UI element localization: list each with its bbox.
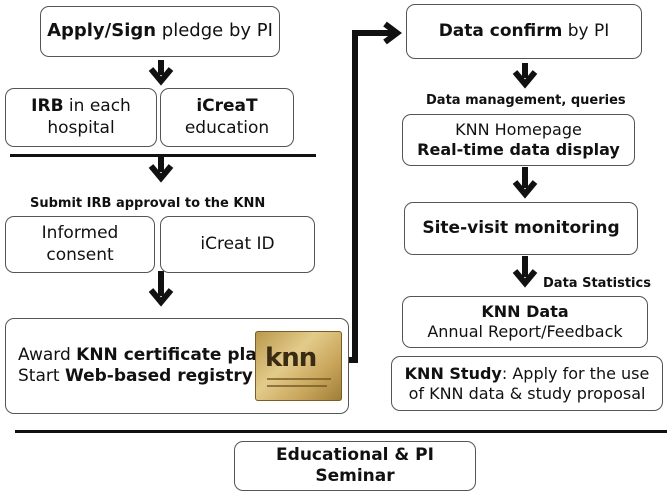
- knn-certificate-plate-image: knn: [255, 331, 342, 401]
- plate-engraving-1: [267, 378, 331, 380]
- irb-rest: in each: [63, 96, 131, 117]
- apply-sign-rest: pledge by PI: [156, 20, 273, 42]
- divider-line-1: [10, 154, 316, 157]
- knn-homepage-line1: KNN Homepage: [455, 120, 582, 139]
- icreat-bold: iCreaT: [196, 96, 258, 117]
- site-visit-text: Site-visit monitoring: [422, 217, 620, 238]
- arrow-down-2: [148, 155, 174, 183]
- arrow-down-3: [148, 271, 174, 307]
- arrow-down-4: [512, 63, 538, 89]
- award-bold1: KNN certificate plate: [76, 344, 277, 365]
- apply-sign-bold: Apply/Sign: [47, 20, 157, 42]
- site-visit-box: Site-visit monitoring: [404, 202, 638, 255]
- knn-study-rest: : Apply for the use: [501, 363, 650, 383]
- informed-consent-line2: consent: [46, 244, 114, 265]
- knn-study-box: KNN Study: Apply for the use of KNN data…: [391, 356, 663, 411]
- award-pre1: Award: [18, 344, 77, 365]
- knn-data-line1: KNN Data: [481, 302, 569, 321]
- data-confirm-box: Data confirm by PI: [406, 4, 642, 59]
- icreat-box: iCreaT education: [160, 88, 294, 147]
- data-confirm-rest: by PI: [562, 20, 610, 41]
- knn-study-line2: of KNN data & study proposal: [408, 383, 646, 403]
- knn-data-box: KNN Data Annual Report/Feedback: [402, 296, 648, 348]
- data-confirm-bold: Data confirm: [438, 20, 563, 41]
- icreat-line2: education: [184, 117, 270, 138]
- divider-line-bottom: [15, 430, 667, 433]
- irb-line2: hospital: [47, 117, 115, 138]
- award-pre2: Start: [18, 366, 65, 386]
- arrow-down-5: [512, 167, 538, 199]
- connector-arrow: [344, 21, 402, 363]
- apply-sign-box: Apply/Sign pledge by PI: [40, 6, 280, 57]
- icreat-id-box: iCreat ID: [160, 216, 315, 273]
- irb-bold: IRB: [31, 96, 64, 117]
- knn-study-bold: KNN Study: [404, 363, 502, 383]
- arrow-down-1: [148, 60, 174, 86]
- knn-homepage-line2: Real-time data display: [417, 140, 620, 159]
- irb-box: IRB in each hospital: [5, 88, 157, 147]
- award-bold2: Web-based registry: [64, 366, 253, 386]
- informed-consent-line1: Informed: [41, 223, 119, 244]
- knn-homepage-box: KNN Homepage Real-time data display: [402, 114, 635, 166]
- seminar-text: Educational & PI Seminar: [276, 444, 434, 486]
- data-statistics-label: Data Statistics: [543, 276, 651, 291]
- data-management-label: Data management, queries: [426, 93, 626, 108]
- icreat-id-text: iCreat ID: [200, 233, 275, 254]
- knn-data-line2: Annual Report/Feedback: [427, 322, 623, 341]
- informed-consent-box: Informed consent: [5, 216, 155, 273]
- arrow-down-6: [512, 256, 538, 288]
- knn-logo-text: knn: [265, 343, 317, 373]
- seminar-box: Educational & PI Seminar: [234, 441, 476, 491]
- plate-engraving-2: [267, 385, 327, 387]
- submit-irb-label: Submit IRB approval to the KNN: [30, 196, 266, 211]
